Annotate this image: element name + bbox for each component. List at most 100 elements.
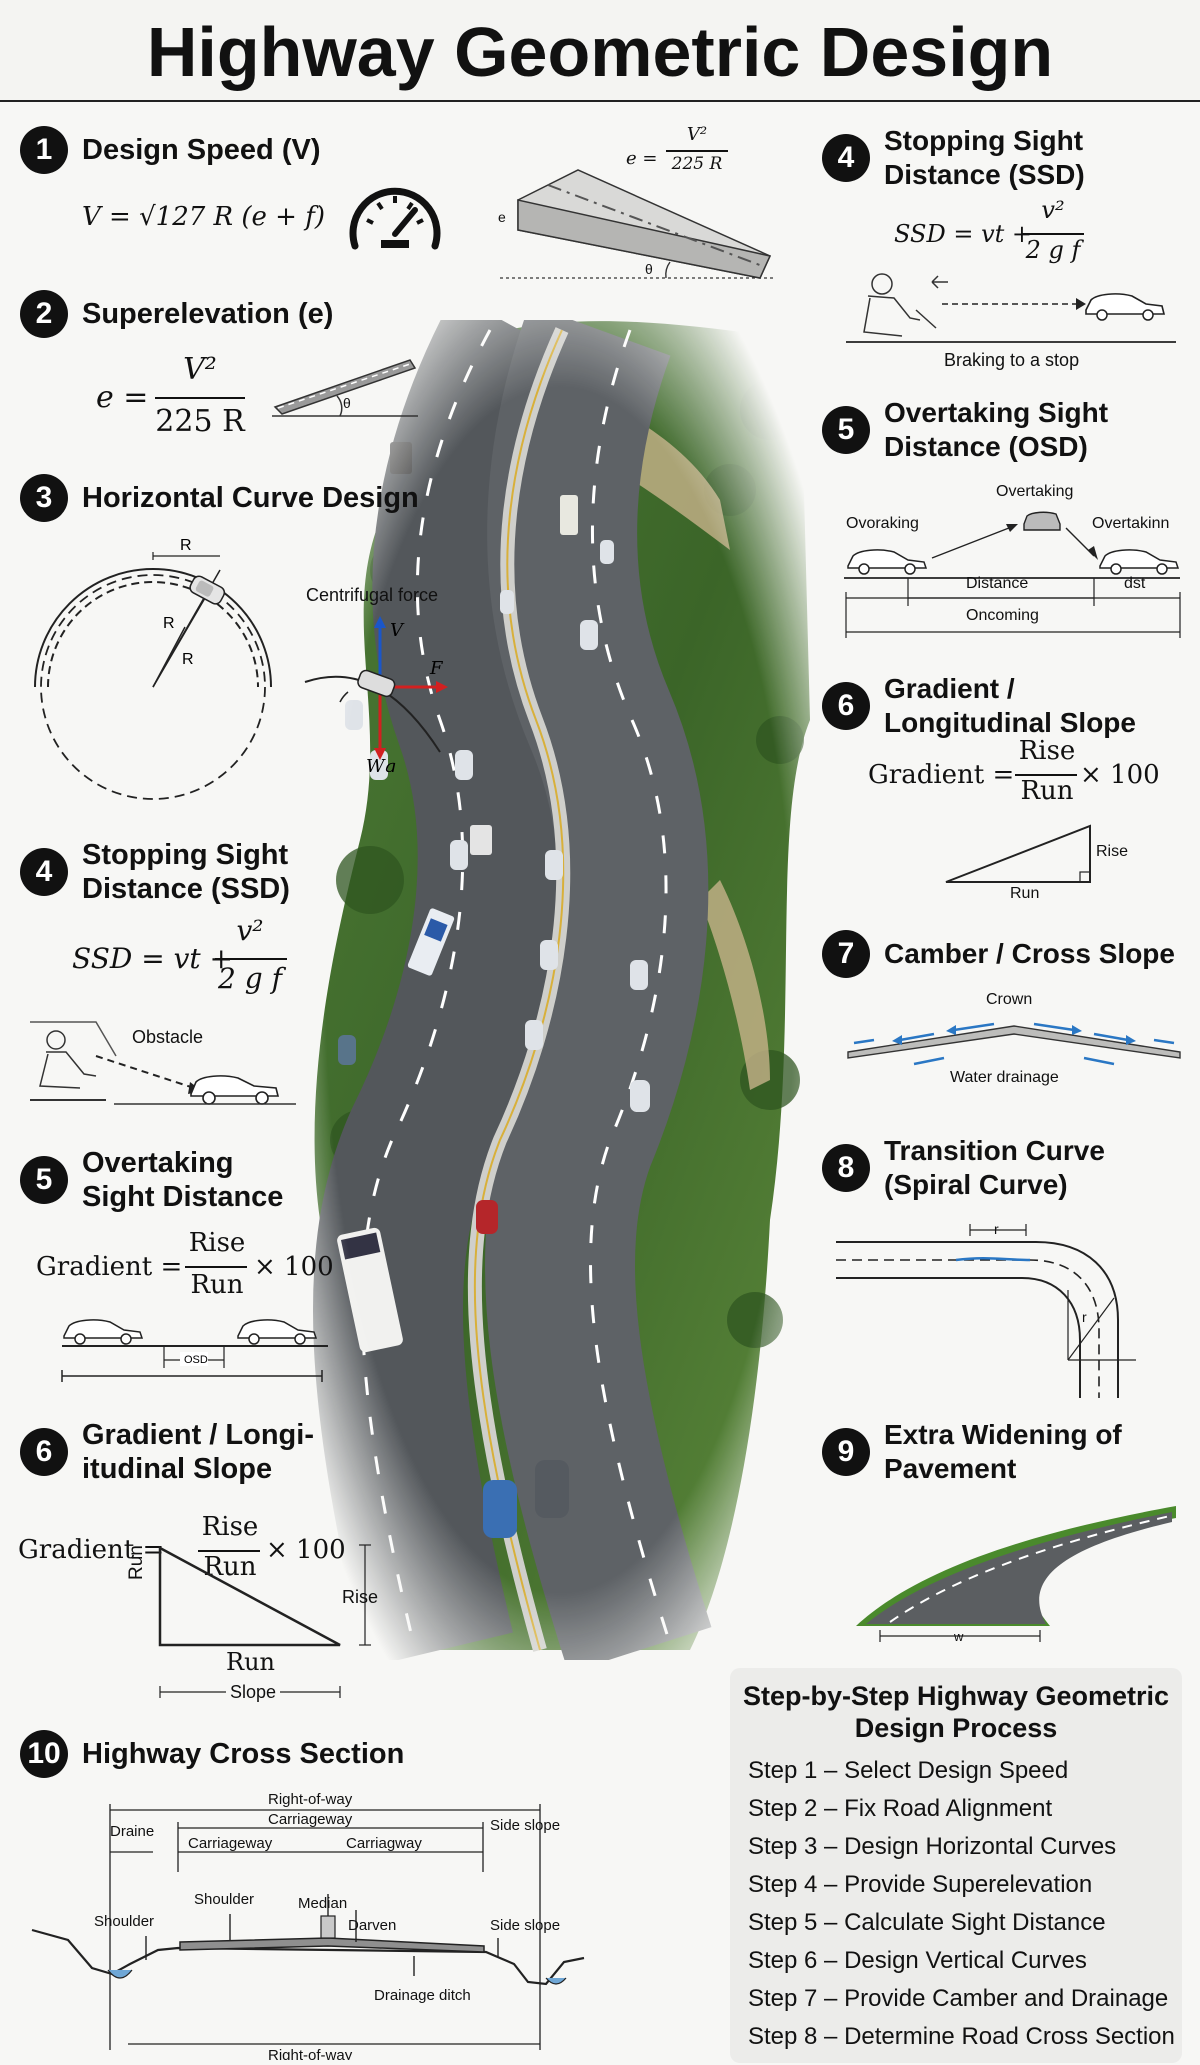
- gradient-formula-lhs: Gradient =: [18, 1535, 165, 1565]
- section-cross-section: 10 Highway Cross Section: [20, 1730, 404, 1778]
- transition-r-diag-label: r: [1082, 1309, 1087, 1325]
- osd-right-diagram: [844, 511, 1181, 638]
- section-title-line1: Overtaking: [82, 1147, 234, 1179]
- radius-label: R: [180, 537, 192, 554]
- highway-aerial-illustration: [312, 320, 810, 1660]
- superelevation-formula-den: 225 R: [155, 404, 245, 439]
- section-gradient-left: 6 Gradient / Longi- itudinal Slope: [20, 1418, 314, 1486]
- fraction-bar: [185, 1266, 247, 1268]
- section-number: 7: [822, 930, 870, 978]
- section-extra-widening: 9 Extra Widening of Pavement: [822, 1418, 1122, 1486]
- overtaking-label: Overtaking: [996, 483, 1074, 500]
- obstacle-label: Obstacle: [132, 1027, 204, 1047]
- steps-title-line1: Step-by-Step Highway Geometric: [742, 1681, 1170, 1711]
- section-gradient-right: 6 Gradient / Longitudinal Slope: [822, 672, 1136, 740]
- section-title: Camber / Cross Slope: [884, 938, 1175, 969]
- section-title-line2: Distance (OSD): [884, 431, 1088, 462]
- run-side-label: Run: [126, 1545, 147, 1580]
- step-item: Step 4 – Provide Superelevation: [748, 1871, 1093, 1898]
- section-number: 5: [20, 1156, 68, 1204]
- section-number: 5: [822, 406, 870, 454]
- darven-label: Darven: [348, 1917, 396, 1934]
- superelevation-road-block: e θ: [498, 169, 775, 279]
- carriageway-top-label: Carriageway: [268, 1811, 353, 1828]
- section-title-line2: (Spiral Curve): [884, 1169, 1068, 1200]
- cross-section-diagram: Right-of-way Draine Carriageway Carriage…: [31, 1791, 585, 2060]
- draine-label: Draine: [110, 1823, 154, 1840]
- osd-formula-num: Rise: [188, 1228, 246, 1258]
- braking-diagram: [846, 273, 1176, 343]
- fraction-bar: [198, 1550, 260, 1552]
- velocity-label: V: [390, 620, 405, 641]
- ssd-right-formula-lhs: SSD = vt +: [894, 220, 1033, 248]
- page-title: Highway Geometric Design: [146, 13, 1054, 91]
- step-item: Step 8 – Determine Road Cross Section: [748, 2023, 1175, 2050]
- step-item: Step 5 – Calculate Sight Distance: [748, 1909, 1106, 1936]
- step-item: Step 2 – Fix Road Alignment: [748, 1795, 1053, 1822]
- section-title: Highway Cross Section: [82, 1738, 405, 1770]
- section-title-line1: Stopping Sight: [82, 839, 289, 871]
- section-number: 6: [20, 1428, 68, 1476]
- run-bottom-label: Run: [226, 1648, 275, 1676]
- osd-cars-diagram: OSD: [61, 1319, 328, 1382]
- ovoraking-label: Ovoraking: [846, 515, 919, 532]
- section-osd-right: 5 Overtaking Sight Distance (OSD): [822, 396, 1108, 464]
- slope-label: Slope: [226, 1681, 281, 1703]
- radius-label: R: [163, 615, 175, 632]
- section-title-line2: Distance (SSD): [884, 159, 1085, 190]
- e-label: e: [498, 209, 506, 225]
- step-item: Step 1 – Select Design Speed: [748, 1757, 1069, 1784]
- superelevation-slope-diagram: θ: [272, 359, 418, 417]
- center-formula-den: 225 R: [671, 154, 723, 174]
- osd-formula-rhs: × 100: [254, 1252, 334, 1282]
- section-design-speed: 1 Design Speed (V): [20, 126, 321, 174]
- oncoming-label: Oncoming: [966, 607, 1039, 624]
- crown-label: Crown: [986, 991, 1033, 1008]
- osd-distance-label: OSD: [184, 1354, 208, 1366]
- section-number: 4: [20, 848, 68, 896]
- centrifugal-force-diagram: V F Wg: [304, 616, 448, 772]
- overtakinn-label: Overtakinn: [1092, 515, 1170, 532]
- section-title-line2: itudinal Slope: [82, 1453, 273, 1485]
- camber-diagram: [847, 1022, 1181, 1066]
- section-ssd-right: 4 Stopping Sight Distance (SSD): [822, 124, 1085, 192]
- gradient-right-formula-rhs: × 100: [1080, 760, 1160, 790]
- step-item: Step 6 – Design Vertical Curves: [748, 1947, 1087, 1974]
- section-title-line1: Overtaking Sight: [884, 397, 1109, 428]
- centrifugal-force-label: Centrifugal force: [306, 585, 439, 605]
- section-title-line2: Longitudinal Slope: [884, 707, 1136, 738]
- rise-label: Rise: [342, 1587, 379, 1607]
- step-process-panel: Step-by-Step Highway Geometric Design Pr…: [730, 1668, 1182, 2063]
- section-title: Design Speed (V): [82, 134, 321, 166]
- dst-label: dst: [1124, 575, 1146, 592]
- fraction-bar: [1022, 233, 1084, 235]
- transition-r-label: r: [994, 1221, 999, 1237]
- step-item: Step 3 – Design Horizontal Curves: [748, 1833, 1117, 1860]
- gradient-formula-num: Rise: [201, 1512, 259, 1542]
- section-transition-curve: 8 Transition Curve (Spiral Curve): [822, 1134, 1105, 1202]
- step-item: Step 7 – Provide Camber and Drainage: [748, 1985, 1169, 2012]
- row-top-label: Right-of-way: [268, 1791, 353, 1808]
- angle-label: θ: [343, 395, 351, 411]
- side-slope-right-label: Side slope: [490, 1917, 560, 1934]
- carriageway-right-label: Carriagway: [346, 1835, 422, 1852]
- section-title-line1: Stopping Sight: [884, 125, 1084, 156]
- section-title: Superelevation (e): [82, 298, 334, 330]
- transition-curve-diagram: r r: [836, 1221, 1136, 1398]
- superelevation-formula-lhs: e =: [96, 380, 149, 415]
- section-title-line1: Extra Widening of: [884, 1419, 1122, 1450]
- gradient-right-formula-den: Run: [1020, 776, 1074, 806]
- shoulder-mid-label: Shoulder: [194, 1891, 254, 1908]
- gradient-right-formula-lhs: Gradient =: [868, 760, 1015, 790]
- section-title-line1: Gradient / Longi-: [82, 1419, 314, 1451]
- section-number: 3: [20, 474, 68, 522]
- gradient-triangle-diagram: [158, 1544, 371, 1698]
- section-title-line1: Gradient /: [884, 673, 1015, 704]
- row-bottom-label: Right-of-way: [268, 2047, 353, 2060]
- side-slope-top-label: Side slope: [490, 1817, 560, 1834]
- section-number: 6: [822, 682, 870, 730]
- run-right-label: Run: [1010, 885, 1040, 902]
- section-number: 8: [822, 1144, 870, 1192]
- section-camber: 7 Camber / Cross Slope: [822, 930, 1175, 978]
- section-superelevation: 2 Superelevation (e): [20, 290, 333, 338]
